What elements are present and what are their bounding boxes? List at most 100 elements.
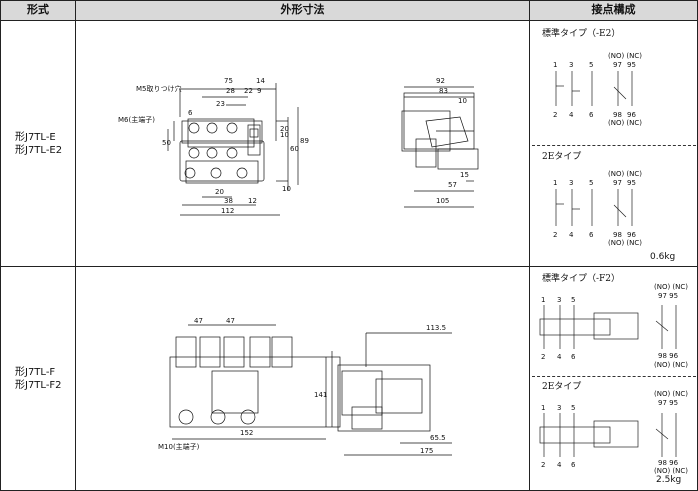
terminal-label: 6 bbox=[571, 353, 576, 361]
no-nc-label: (NO) (NC) bbox=[608, 119, 642, 127]
no-nc-label: (NO) (NC) bbox=[654, 283, 688, 291]
terminal-label: 3 bbox=[557, 296, 561, 304]
contact-std-title: 標準タイプ（-F2） bbox=[542, 274, 621, 284]
model-cell-e: 形J7TL-E 形J7TL-E2 bbox=[0, 20, 76, 267]
contact-2e-title: 2Eタイプ bbox=[542, 382, 582, 392]
dim-label: 10 bbox=[458, 97, 467, 105]
dim-label: 10 bbox=[282, 185, 291, 193]
contact-config-e: 標準タイプ（-E2） 2Eタイプ 0.6kg 1 3 5 97 bbox=[529, 20, 698, 267]
terminal-label: 6 bbox=[589, 231, 594, 239]
model-name: 形J7TL-E2 bbox=[15, 144, 63, 156]
contact-config-f: 標準タイプ（-F2） 2Eタイプ 2.5kg 1 3 5 (NO) (N bbox=[529, 266, 698, 491]
no-nc-label: (NO) (NC) bbox=[608, 52, 642, 60]
terminal-label: 1 bbox=[553, 179, 557, 187]
terminal-label: 6 bbox=[589, 111, 594, 119]
terminal-label: 1 bbox=[553, 61, 557, 69]
dim-label: 175 bbox=[420, 447, 433, 455]
dim-label: 60 bbox=[290, 145, 299, 153]
dim-label: 89 bbox=[300, 137, 309, 145]
terminal-label: 5 bbox=[571, 404, 575, 412]
terminal-label: 4 bbox=[569, 231, 574, 239]
terminal-label: 4 bbox=[569, 111, 574, 119]
outline-drawing-f: 47 47 141 152 M10(主端子) 113.5 65.5 175 bbox=[158, 317, 452, 456]
pair-label: 97 95 bbox=[658, 292, 678, 300]
dim-label: 75 bbox=[224, 77, 233, 85]
dim-label: 105 bbox=[436, 197, 449, 205]
dim-label: 47 bbox=[194, 317, 203, 325]
terminal-label: 3 bbox=[557, 404, 561, 412]
dim-label: 112 bbox=[221, 207, 234, 215]
terminal-label: 4 bbox=[557, 353, 562, 361]
dimension-drawing-e: 75 14 28 22 9 6 23 20 50 10 60 89 20 10 … bbox=[75, 20, 530, 267]
dim-label: 92 bbox=[436, 77, 445, 85]
terminal-label: 95 bbox=[627, 61, 636, 69]
terminal-label: 3 bbox=[569, 179, 573, 187]
mount-hole-label: M5取りつけ穴 bbox=[136, 84, 182, 93]
dim-label: 65.5 bbox=[430, 434, 446, 442]
no-nc-label: (NO) (NC) bbox=[608, 239, 642, 247]
terminal-label: 1 bbox=[541, 404, 545, 412]
outline-drawing-e: 75 14 28 22 9 6 23 20 50 10 60 89 20 10 … bbox=[118, 77, 479, 216]
model-cell-f: 形J7TL-F 形J7TL-F2 bbox=[0, 266, 76, 491]
dim-label: 20 bbox=[280, 125, 289, 133]
dim-label: 14 bbox=[256, 77, 265, 85]
dim-label: 50 bbox=[162, 139, 171, 147]
dim-label: 57 bbox=[448, 181, 457, 189]
terminal-label: 95 bbox=[627, 179, 636, 187]
dim-label: 28 bbox=[226, 87, 235, 95]
no-nc-label: (NO) (NC) bbox=[608, 170, 642, 178]
pair-label: 97 95 bbox=[658, 399, 678, 407]
terminal-label: 5 bbox=[571, 296, 575, 304]
terminal-label: 4 bbox=[557, 461, 562, 469]
weight-label: 0.6kg bbox=[650, 252, 676, 262]
pair-label: 98 96 bbox=[658, 352, 679, 360]
dim-label: 152 bbox=[240, 429, 253, 437]
contact-diagram-e: 1 3 5 97 95 (NO) (NC) 2 4 6 98 96 (NO) (… bbox=[553, 52, 642, 247]
main-terminal-label: M6(主端子) bbox=[118, 115, 155, 124]
dim-label: 83 bbox=[439, 87, 448, 95]
dim-label: 22 bbox=[244, 87, 253, 95]
dim-label: 113.5 bbox=[426, 324, 446, 332]
terminal-label: 3 bbox=[569, 61, 573, 69]
dim-label: 20 bbox=[215, 188, 224, 196]
weight-label: 2.5kg bbox=[656, 475, 682, 485]
terminal-label: 2 bbox=[553, 231, 557, 239]
model-name: 形J7TL-F bbox=[15, 366, 56, 378]
no-nc-label: (NO) (NC) bbox=[654, 390, 688, 398]
dim-label: 141 bbox=[314, 391, 327, 399]
dim-label: 38 bbox=[224, 197, 233, 205]
no-nc-label: (NO) (NC) bbox=[654, 361, 688, 369]
header-dimensions: 外形寸法 bbox=[75, 0, 530, 21]
terminal-label: 2 bbox=[553, 111, 557, 119]
dimension-drawing-f: 47 47 141 152 M10(主端子) 113.5 65.5 175 bbox=[75, 266, 530, 491]
header-contacts: 接点構成 bbox=[529, 0, 698, 21]
front-dimension-labels: 75 14 28 22 9 6 23 20 50 10 60 89 20 10 … bbox=[162, 77, 309, 215]
dim-label: 9 bbox=[257, 87, 261, 95]
contact-std-title: 標準タイプ（-E2） bbox=[542, 29, 621, 39]
terminal-label: 98 bbox=[613, 111, 622, 119]
divider bbox=[532, 376, 696, 377]
side-dimension-labels: 92 83 10 15 57 105 bbox=[436, 77, 469, 205]
terminal-label: 6 bbox=[571, 461, 576, 469]
terminal-label: 98 bbox=[613, 231, 622, 239]
dim-label: 47 bbox=[226, 317, 235, 325]
dim-label: 15 bbox=[460, 171, 469, 179]
dim-label: 12 bbox=[248, 197, 257, 205]
model-name: 形J7TL-E bbox=[15, 131, 56, 143]
terminal-label: 2 bbox=[541, 461, 545, 469]
dim-label: 10 bbox=[280, 131, 289, 139]
terminal-label: 5 bbox=[589, 179, 593, 187]
contact-diagram-f: 1 3 5 (NO) (NC) 97 95 2 4 6 98 96 (NO) (… bbox=[539, 283, 688, 475]
terminal-label: 97 bbox=[613, 61, 622, 69]
dim-label: 6 bbox=[188, 109, 193, 117]
divider bbox=[532, 145, 696, 146]
terminal-label: 2 bbox=[541, 353, 545, 361]
model-name: 形J7TL-F2 bbox=[15, 379, 62, 391]
main-terminal-label: M10(主端子) bbox=[158, 442, 200, 451]
no-nc-label: (NO) (NC) bbox=[654, 467, 688, 475]
dim-label: 23 bbox=[216, 100, 225, 108]
terminal-label: 5 bbox=[589, 61, 593, 69]
terminal-label: 97 bbox=[613, 179, 622, 187]
terminal-label: 1 bbox=[541, 296, 545, 304]
